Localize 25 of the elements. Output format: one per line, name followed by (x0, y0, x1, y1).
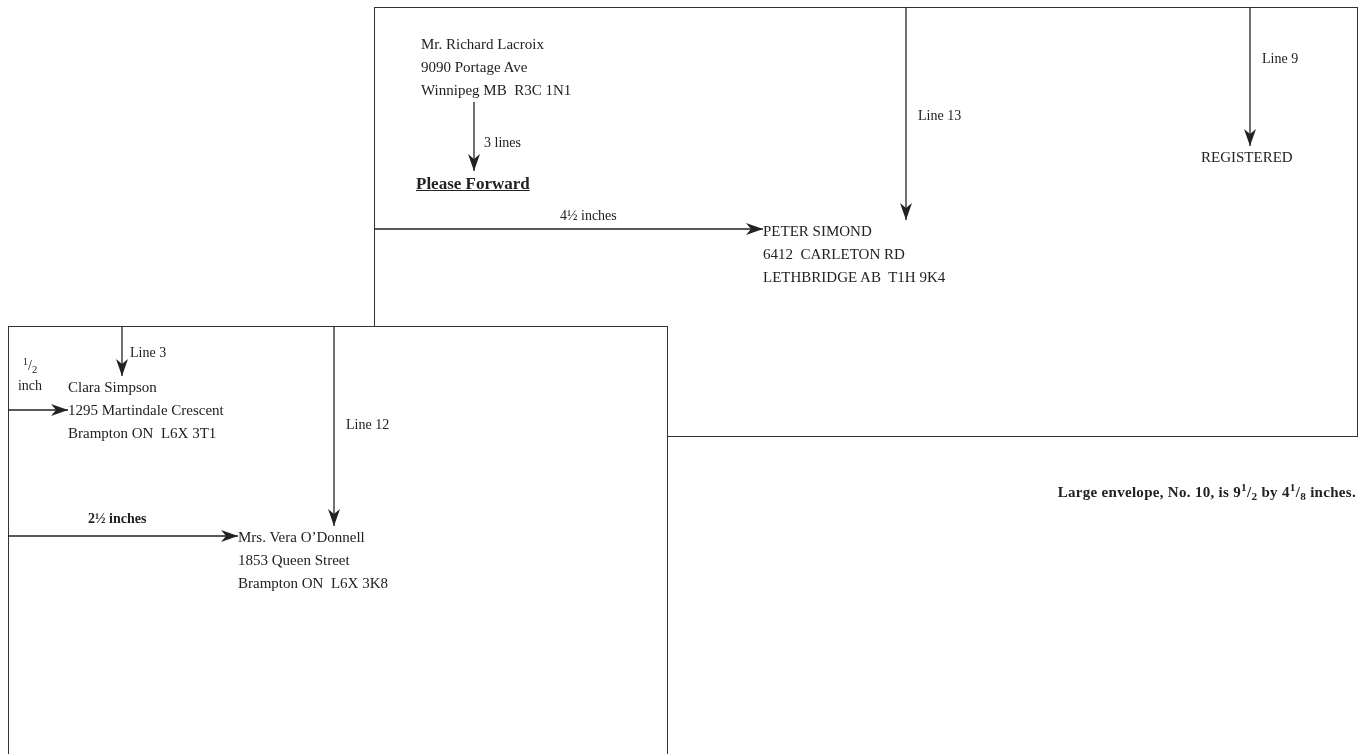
arrow (1244, 6, 1256, 147)
notation-text: Please Forward (416, 171, 530, 197)
arrow (900, 6, 912, 221)
envelope-outline (374, 7, 1358, 437)
edge-label: 4½ inches (560, 207, 617, 225)
arrow (373, 223, 764, 235)
arrow (116, 325, 128, 377)
notation-text: REGISTERED (1201, 146, 1293, 169)
arrow (7, 404, 69, 416)
envelope-outline (8, 326, 668, 754)
mailing-address: Mr. Richard Lacroix 9090 Portage Ave Winnipeg MB R3C 1N1 (421, 33, 572, 102)
arrow (468, 101, 480, 172)
edge-label: 3 lines (484, 134, 521, 152)
edge-label: 2½ inches (88, 510, 147, 528)
edge-label: Line 12 (346, 416, 390, 434)
mailing-address: Mrs. Vera O’Donnell 1853 Queen Street Brampton ON L6X 3K8 (238, 526, 388, 595)
edge-label: Line 13 (918, 107, 962, 125)
edge-label: Line 9 (1262, 50, 1299, 68)
edge-label: $^{1}$/$_{2}$ inch (16, 356, 44, 395)
caption: Large envelope, No. 10, is 9$^{1}$/$_{2}$ by 4$^{1}$/$_{8}$ inches. (1057, 481, 1356, 504)
mailing-address: PETER SIMOND 6412 CARLETON RD LETHBRIDGE AB T1H 9K4 (763, 220, 946, 289)
arrow (328, 325, 340, 527)
mailing-address: Clara Simpson 1295 Martindale Crescent Brampton ON L6X 3T1 (68, 376, 224, 445)
arrow (7, 530, 239, 542)
edge-label: Line 3 (130, 344, 167, 362)
